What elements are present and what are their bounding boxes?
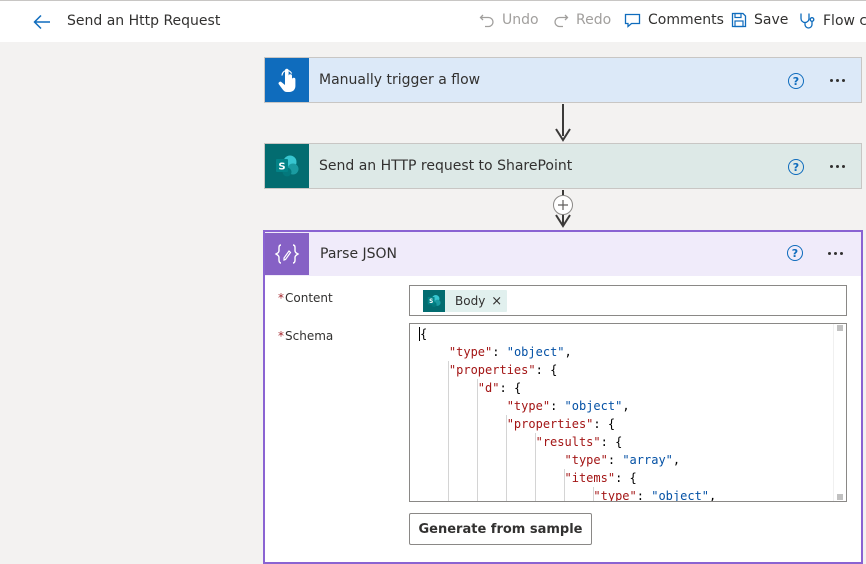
redo-icon	[554, 14, 569, 28]
sharepoint-action-title: Send an HTTP request to SharePoint	[319, 158, 573, 174]
more-options-button[interactable]	[821, 241, 849, 265]
back-arrow-icon	[33, 14, 50, 30]
indent-guide	[477, 379, 478, 501]
arrow-down-icon	[555, 214, 571, 228]
trigger-icon-tile	[265, 58, 309, 102]
code-line: "items": {	[564, 471, 637, 485]
redo-label: Redo	[576, 12, 612, 28]
comments-button[interactable]: Comments	[624, 12, 724, 28]
generate-from-sample-button[interactable]: Generate from sample	[409, 513, 592, 545]
indent-guide	[506, 415, 507, 501]
comments-label: Comments	[648, 12, 724, 28]
flow-checker-button[interactable]: Flow ch	[799, 12, 866, 29]
code-line: "type": "object",	[448, 345, 572, 359]
remove-token-button[interactable]: ×	[491, 293, 503, 309]
scroll-up-arrow-icon[interactable]	[837, 325, 843, 331]
token-label: Body	[455, 294, 486, 308]
code-line: "type": "object",	[593, 489, 717, 502]
redo-button[interactable]: Redo	[553, 12, 611, 28]
schema-code: { "type": "object", "properties": { "d":…	[420, 325, 717, 502]
parse-json-card: Parse JSON ? *Content S Body × *Schema {…	[263, 230, 863, 564]
parse-json-icon-tile	[265, 233, 309, 275]
indent-guide	[448, 361, 449, 501]
indent-guide	[535, 433, 536, 501]
comment-icon	[624, 13, 641, 28]
trigger-title: Manually trigger a flow	[319, 72, 481, 88]
schema-field-label: *Schema	[278, 329, 334, 343]
arrow-down-icon	[555, 128, 571, 142]
help-icon[interactable]: ?	[788, 73, 804, 89]
touch-icon	[278, 68, 296, 92]
data-operation-icon	[274, 244, 300, 264]
save-icon	[731, 12, 747, 28]
sharepoint-action-card[interactable]: S Send an HTTP request to SharePoint ?	[264, 143, 862, 189]
token-sharepoint-icon-tile: S	[423, 290, 445, 312]
plus-icon	[558, 200, 568, 210]
code-line: "results": {	[535, 435, 623, 449]
undo-icon	[479, 14, 494, 28]
content-input[interactable]: S Body ×	[409, 285, 847, 316]
svg-text:S: S	[429, 299, 433, 305]
content-field-label: *Content	[278, 291, 333, 305]
sharepoint-icon-tile: S	[265, 144, 309, 188]
text-cursor	[419, 327, 420, 341]
indent-guide	[564, 469, 565, 501]
command-bar: Send an Http Request Undo Redo Comments …	[0, 0, 866, 42]
parse-json-header[interactable]: Parse JSON ?	[265, 232, 861, 276]
code-line: "d": {	[477, 381, 522, 395]
connector-line	[562, 104, 564, 136]
code-line: "type": "array",	[564, 453, 681, 467]
help-icon[interactable]: ?	[787, 245, 803, 261]
insert-step-button[interactable]	[553, 195, 573, 215]
indent-guide	[593, 487, 594, 501]
undo-label: Undo	[502, 12, 539, 28]
svg-text:S: S	[278, 162, 285, 173]
flow-title: Send an Http Request	[67, 13, 221, 29]
code-line: "properties": {	[448, 363, 558, 377]
undo-button[interactable]: Undo	[479, 12, 539, 28]
schema-scrollbar[interactable]	[833, 324, 845, 501]
code-line: "type": "object",	[506, 399, 630, 413]
trigger-card[interactable]: Manually trigger a flow ?	[264, 57, 862, 103]
scroll-down-arrow-icon[interactable]	[837, 494, 843, 500]
back-button[interactable]	[28, 9, 56, 35]
sharepoint-icon: S	[276, 155, 299, 177]
save-label: Save	[754, 12, 789, 28]
schema-editor[interactable]: { "type": "object", "properties": { "d":…	[409, 323, 847, 502]
more-options-button[interactable]	[823, 154, 851, 178]
more-options-button[interactable]	[823, 68, 851, 92]
save-button[interactable]: Save	[731, 12, 788, 28]
sharepoint-icon: S	[427, 295, 441, 307]
dynamic-content-token[interactable]: S Body ×	[423, 290, 508, 312]
flow-checker-label: Flow ch	[823, 12, 866, 29]
parse-json-title: Parse JSON	[320, 246, 398, 262]
help-icon[interactable]: ?	[788, 159, 804, 175]
code-line: "properties": {	[506, 417, 616, 431]
code-line: {	[420, 327, 428, 341]
stethoscope-icon	[800, 13, 815, 29]
